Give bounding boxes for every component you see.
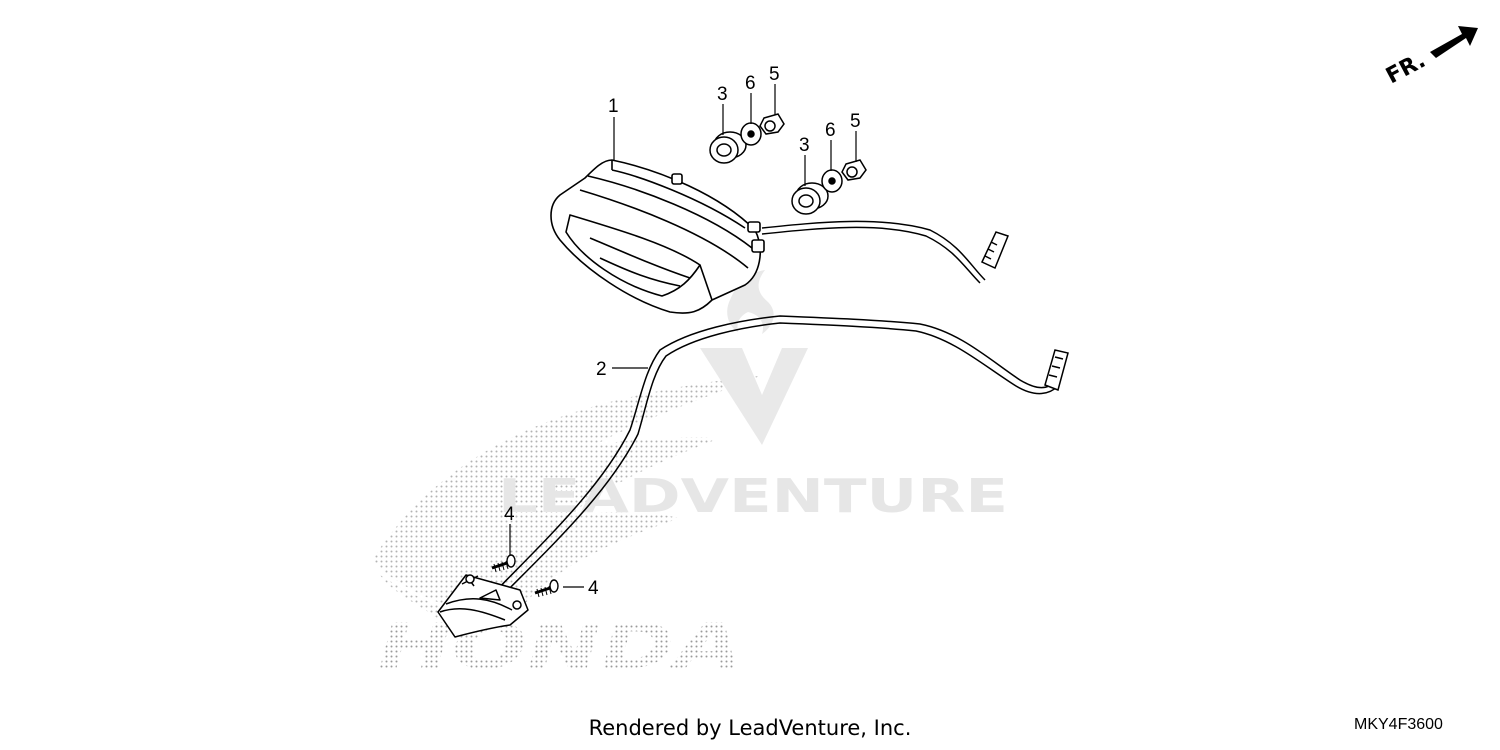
front-direction-arrow: FR.	[1382, 26, 1478, 89]
leader-lines	[509, 84, 857, 588]
callout-5-right: 5	[850, 111, 861, 132]
callout-1: 1	[608, 96, 619, 117]
grommet-left[interactable]	[709, 131, 747, 164]
nut-right[interactable]	[841, 159, 867, 181]
callout-2: 2	[596, 359, 607, 380]
washer-left[interactable]	[740, 122, 762, 146]
tail-light-connector[interactable]	[981, 231, 1009, 270]
arrow-icon	[1430, 26, 1478, 58]
callout-3-right: 3	[799, 135, 810, 156]
license-light[interactable]	[437, 574, 529, 638]
callout-6-left: 6	[745, 73, 756, 94]
callout-4-upper: 4	[504, 504, 515, 525]
screw-upper[interactable]	[491, 554, 516, 573]
honda-watermark-text: HONDA	[378, 610, 743, 683]
harness-connector[interactable]	[1044, 349, 1069, 391]
diagram-code: MKY4F3600	[1354, 716, 1443, 733]
callout-3-left: 3	[717, 84, 728, 105]
leadventure-watermark-text: LEADVENTURE	[498, 469, 1008, 523]
tail-light-assembly[interactable]	[550, 159, 765, 314]
front-label: FR.	[1382, 48, 1430, 89]
license-light-harness[interactable]	[489, 315, 1059, 602]
nut-left[interactable]	[759, 113, 785, 135]
tail-light-wire[interactable]	[761, 220, 986, 284]
callout-4-lower: 4	[588, 578, 599, 599]
grommet-right[interactable]	[791, 182, 829, 215]
washer-right[interactable]	[821, 169, 843, 193]
callout-6-right: 6	[825, 120, 836, 141]
rendered-by-credit: Rendered by LeadVenture, Inc.	[588, 716, 912, 740]
screw-lower[interactable]	[534, 579, 559, 598]
callout-5-left: 5	[769, 64, 780, 85]
